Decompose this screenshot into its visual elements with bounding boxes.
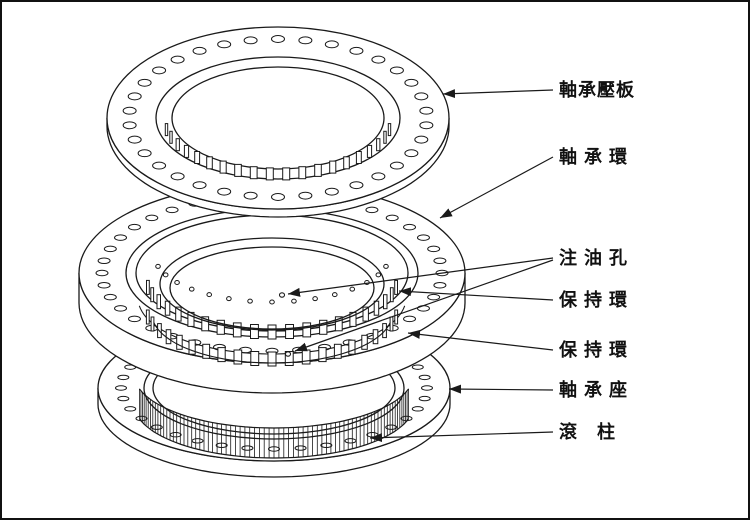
label-bearing-ring: 軸 承 環 xyxy=(559,147,629,167)
oil-hole-markers xyxy=(278,292,292,357)
label-bearing-seat: 軸 承 座 xyxy=(559,380,629,400)
label-bearing-pressure-plate: 軸承壓板 xyxy=(559,80,635,100)
top-plate-drawing xyxy=(106,26,450,218)
leader-lines xyxy=(287,89,554,443)
label-roller: 滾 柱 xyxy=(559,422,616,442)
label-retainer-ring-upper: 保 持 環 xyxy=(559,290,629,310)
label-retainer-ring-lower: 保 持 環 xyxy=(559,340,629,360)
label-oil-injection-hole: 注 油 孔 xyxy=(559,248,629,268)
